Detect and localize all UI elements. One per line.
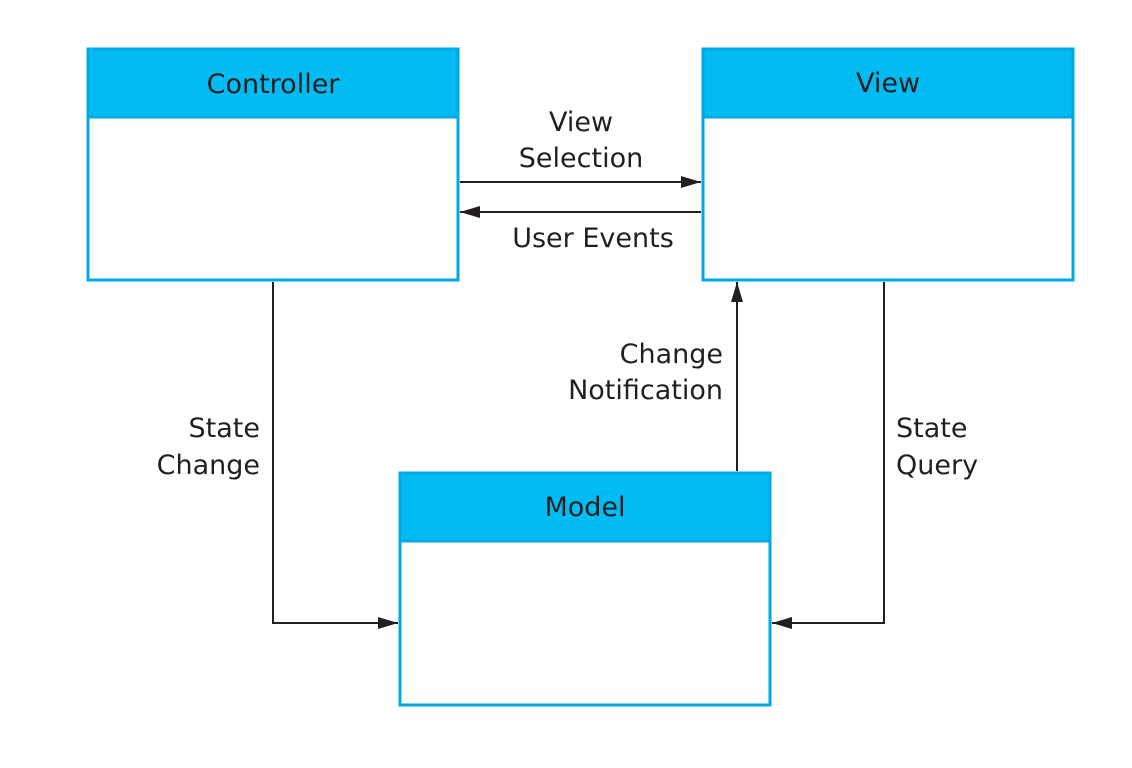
model-title: Model <box>544 492 625 523</box>
state-query-label-line1: State <box>896 413 967 444</box>
view-title: View <box>856 68 920 99</box>
model-box-header <box>398 471 772 543</box>
controller-box: Controller <box>86 47 460 282</box>
view-box: View <box>701 47 1075 282</box>
controller-title: Controller <box>207 69 341 100</box>
view-selection-label-line1: View <box>549 107 613 138</box>
state-query-label-line2: Query <box>896 450 978 481</box>
model-box: Model <box>398 471 772 707</box>
change-notification-label-line1: Change <box>620 339 723 370</box>
change-notification-label-line2: Notification <box>568 375 723 406</box>
state-change-arrow <box>272 282 398 629</box>
state-query-arrow <box>772 282 885 629</box>
controller-box-header <box>86 47 460 119</box>
state-change-label-line2: Change <box>157 450 260 481</box>
user-events-label: User Events <box>512 223 674 254</box>
view-selection-label-line2: Selection <box>519 143 643 174</box>
view-box-header <box>701 47 1075 119</box>
state-change-label-line1: State <box>189 413 260 444</box>
